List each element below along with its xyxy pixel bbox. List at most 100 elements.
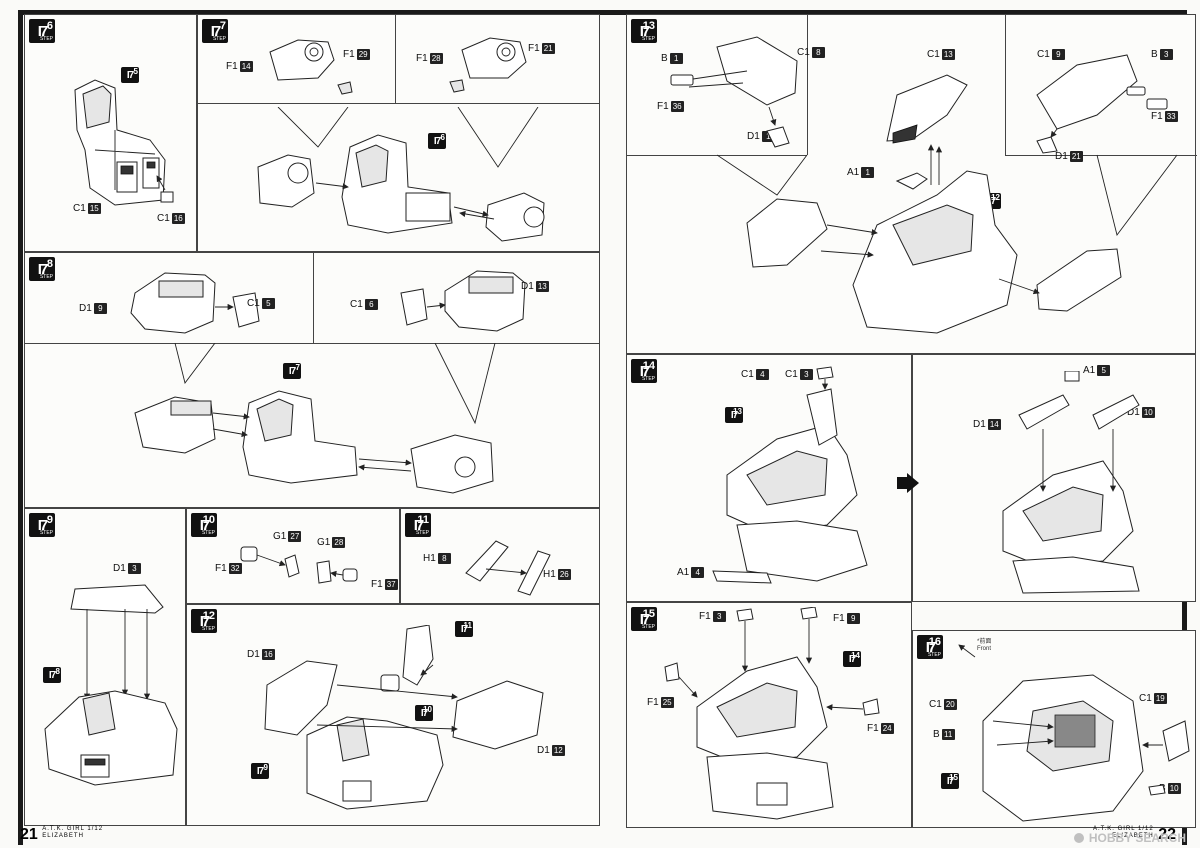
step-13-subassy-right	[1036, 54, 1168, 154]
step-10-illustration	[240, 546, 358, 584]
left-page-frame	[18, 10, 600, 845]
step-13-subassy-left	[670, 36, 798, 148]
watermark: HOBBY SEARCH	[1073, 831, 1186, 845]
step-7-illustration	[257, 107, 545, 242]
step-12-illustration	[264, 625, 544, 810]
step-16-illustration	[982, 674, 1190, 822]
watermark-logo-icon	[1073, 833, 1084, 843]
next-arrow-icon	[897, 473, 919, 493]
step-14-illustration	[712, 366, 868, 584]
right-page-footer: A.T.K. GIRL 1/12 ELIZABETH 22	[1092, 826, 1176, 843]
step-6-illustration	[74, 79, 174, 206]
step-13-illustration	[717, 74, 1178, 334]
step-14-result-illustration	[1002, 371, 1140, 594]
left-page-footer: 21 A.T.K. GIRL 1/12 ELIZABETH	[20, 826, 104, 843]
front-direction-arrow-icon	[958, 644, 976, 658]
step-15-illustration	[664, 607, 880, 820]
step-8-illustration	[134, 343, 496, 494]
step-7-subpart-left	[269, 39, 353, 95]
front-note: *前面 Front	[977, 639, 992, 652]
step-7-subpart-right	[449, 37, 527, 93]
step-11-illustration	[465, 540, 551, 596]
step-8-subassy-left	[130, 272, 260, 334]
step-8-subassy-right	[400, 270, 526, 332]
